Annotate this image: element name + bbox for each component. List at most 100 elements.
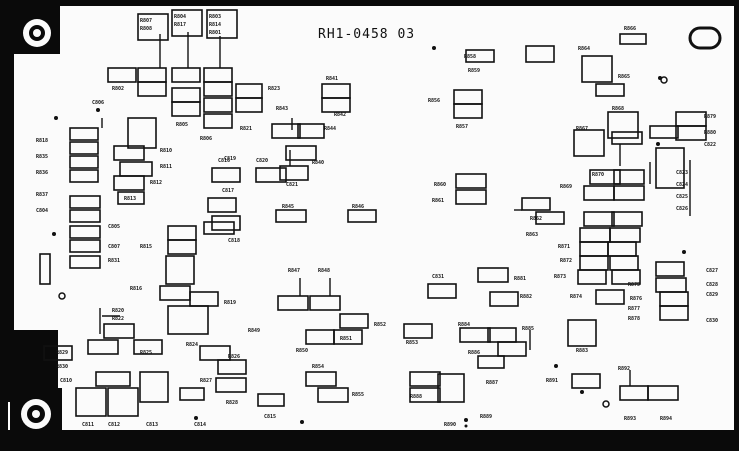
via-icon: [580, 390, 584, 394]
smd-pad: [203, 221, 235, 235]
smd-pad: [113, 145, 145, 161]
smd-pad: [577, 269, 607, 285]
component-label: R830: [56, 364, 68, 370]
component-label: R857: [456, 124, 468, 130]
smd-pad: [619, 33, 647, 45]
component-label: R842: [334, 112, 346, 118]
component-label: C814: [194, 422, 206, 428]
component-label: R851: [340, 336, 352, 342]
smd-pad: [573, 129, 605, 157]
smd-pad: [95, 371, 131, 387]
via-icon: [554, 364, 558, 368]
component-label: C805: [108, 224, 120, 230]
component-label: R893: [624, 416, 636, 422]
smd-pad: [87, 339, 119, 355]
component-label: R883: [576, 348, 588, 354]
fiducial-icon: [602, 400, 610, 408]
component-label: R801: [209, 30, 221, 36]
component-label: R805: [176, 122, 188, 128]
via-icon: [656, 142, 660, 146]
component-label: R871: [558, 244, 570, 250]
smd-pad: [649, 125, 679, 139]
via-icon: [194, 416, 198, 420]
component-label: R848: [318, 268, 330, 274]
smd-pad: [521, 197, 551, 211]
connector: [39, 253, 51, 285]
smd-pad: [297, 123, 325, 139]
component-label: R887: [486, 380, 498, 386]
smd-pad: [333, 329, 363, 345]
smd-pad: [595, 289, 625, 305]
component-label: R889: [480, 414, 492, 420]
smd-pad: [103, 323, 135, 339]
label-layer: R807R808R804R817R803R814R801R802R805R806…: [36, 14, 718, 428]
component-label: R894: [660, 416, 672, 422]
smd-pad: [477, 355, 505, 369]
smd-pad: [611, 269, 641, 285]
component-label: C813: [146, 422, 158, 428]
component-label: R836: [36, 170, 48, 176]
component-label: C821: [286, 182, 298, 188]
component-label: R882: [520, 294, 532, 300]
smd-pad: [339, 313, 369, 329]
smd-pad: [199, 345, 231, 361]
component-label: C826: [676, 206, 688, 212]
component-label: R874: [570, 294, 582, 300]
component-label: C811: [82, 422, 94, 428]
component-label: R884: [458, 322, 470, 328]
component-label: C819: [224, 156, 236, 162]
smd-pad: [347, 209, 377, 223]
smd-pad: [171, 67, 201, 83]
smd-pad: [139, 371, 169, 403]
smd-pad: [535, 211, 565, 225]
via-icon: [96, 108, 100, 112]
component-label: R859: [468, 68, 480, 74]
component-label: R807: [140, 18, 152, 24]
smd-pad: [567, 319, 597, 347]
component-label: R804: [174, 14, 186, 20]
smd-pad: [497, 341, 527, 357]
component-label: R824: [186, 342, 198, 348]
component-label: R814: [209, 22, 221, 28]
smd-pad: [69, 127, 99, 141]
component-label: R843: [276, 106, 288, 112]
component-label: R873: [554, 274, 566, 280]
component-label: C829: [706, 292, 718, 298]
smd-pad: [133, 339, 163, 355]
smd-pad: [165, 255, 195, 285]
component-label: R849: [248, 328, 260, 334]
component-label: R850: [296, 348, 308, 354]
component-label: R828: [226, 400, 238, 406]
smd-pad: [43, 345, 73, 361]
component-label: R822: [112, 316, 124, 322]
smd-pad: [675, 125, 707, 141]
smd-pad: [255, 167, 287, 183]
smd-pad: [217, 359, 247, 375]
component-label: R844: [324, 126, 336, 132]
component-label: R868: [612, 106, 624, 112]
component-label: R847: [288, 268, 300, 274]
component-layer: [39, 9, 707, 428]
smd-pad: [69, 239, 101, 253]
smd-pad: [655, 147, 685, 189]
component-label: C828: [706, 282, 718, 288]
smd-pad: [647, 385, 679, 401]
ic-chip: [167, 305, 209, 335]
component-label: R860: [434, 182, 446, 188]
component-label: R876: [630, 296, 642, 302]
smd-pad: [455, 173, 487, 189]
component-label: C824: [676, 182, 688, 188]
component-label: R835: [36, 154, 48, 160]
component-label: R806: [200, 136, 212, 142]
component-label: R841: [326, 76, 338, 82]
component-label: C825: [676, 194, 688, 200]
smd-pad: [459, 327, 491, 343]
smd-pad: [69, 155, 99, 169]
component-label: C830: [706, 318, 718, 324]
smd-pad: [409, 387, 441, 403]
component-label: R827: [200, 378, 212, 384]
component-label: R823: [268, 86, 280, 92]
smd-pad: [589, 169, 621, 185]
smd-pad: [69, 195, 101, 209]
